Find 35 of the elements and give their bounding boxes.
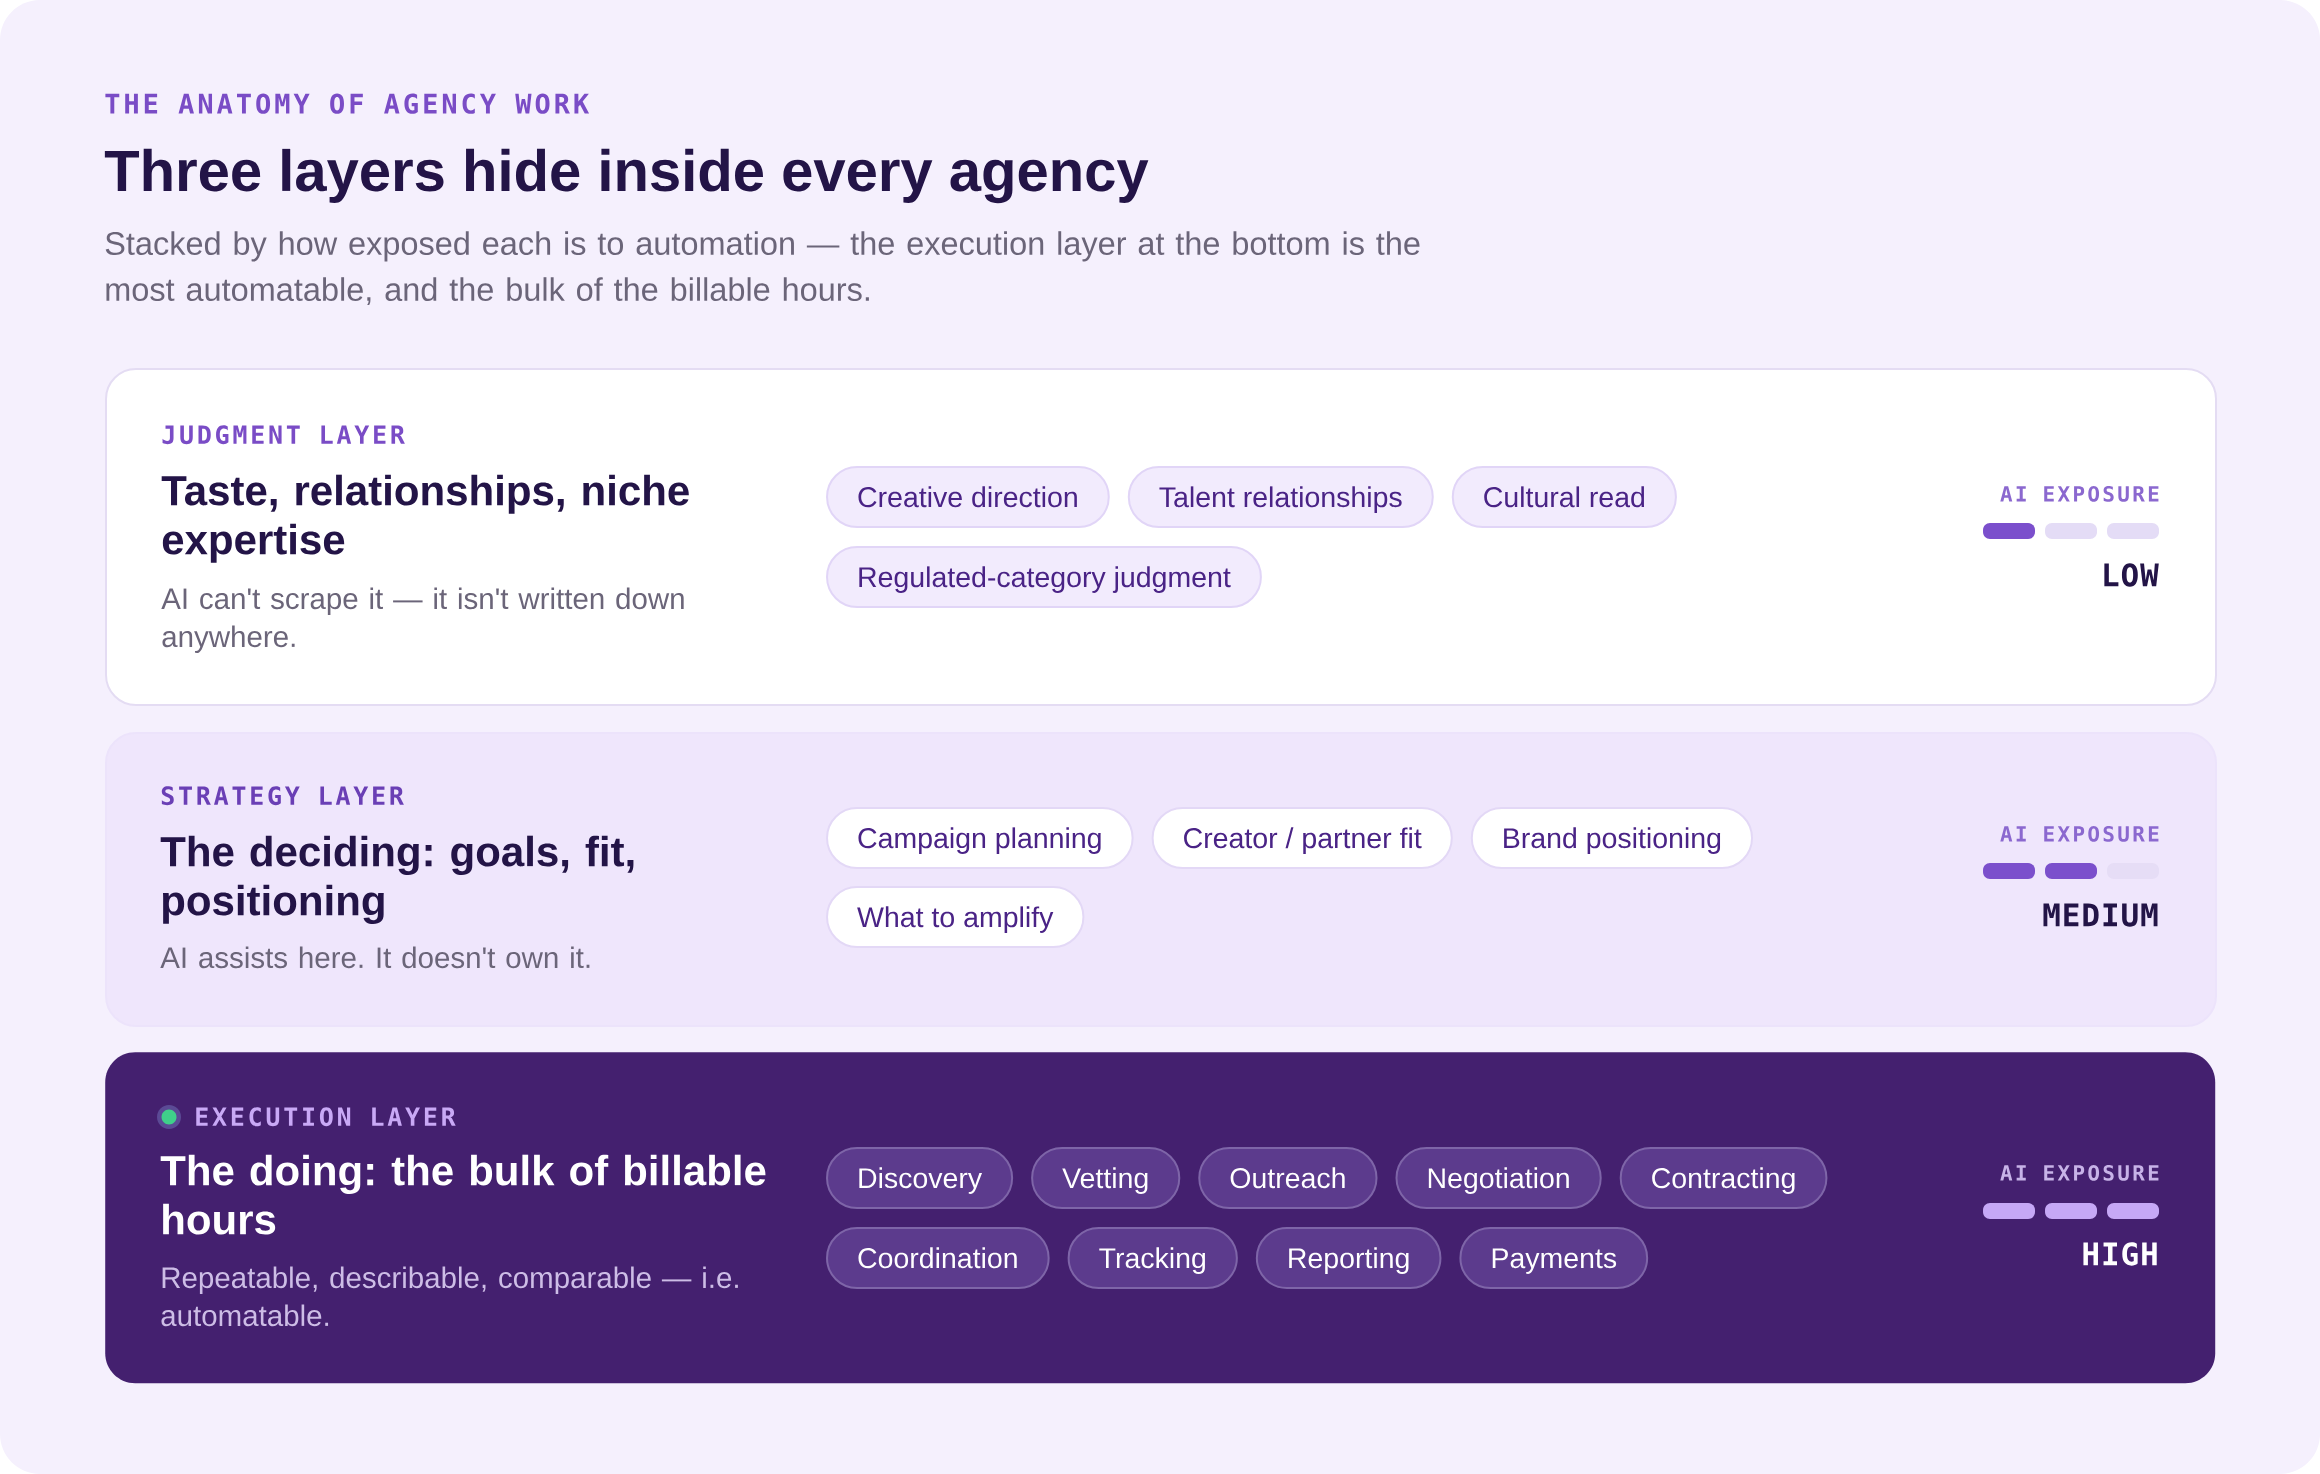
card-description: AI can't scrape it — it isn't written down anywhere. <box>161 587 684 653</box>
card-heading: The doing: the bulk of billable hours <box>160 1154 766 1235</box>
exposure-label: AI EXPOSURE <box>2000 825 2159 842</box>
tag-chip: Campaign planning <box>826 807 1134 869</box>
exposure-label: AI EXPOSURE <box>2000 485 2159 502</box>
subtitle: Stacked by how exposed each is to automation — the execution layer at the bottom is the most automatable, and the bulk of the billable hours. <box>105 231 1420 305</box>
tag-chip: Talent relationships <box>1127 466 1434 528</box>
tag-chip: Creative direction <box>826 466 1110 528</box>
tag-chip: Payments <box>1459 1227 1649 1289</box>
eyebrow-label: JUDGMENT LAYER <box>162 425 405 445</box>
exposure-level: LOW <box>2104 563 2159 587</box>
title: Three layers hide inside every agency <box>104 148 1149 204</box>
eyebrow-label: STRATEGY LAYER <box>161 786 404 806</box>
card-heading: The deciding: goals, fit, positioning <box>160 835 634 925</box>
eyebrow-label: THE ANATOMY OF AGENCY WORK <box>105 93 590 114</box>
eyebrow-label: EXECUTION LAYER <box>196 1107 456 1127</box>
tag-chip: Coordination <box>826 1227 1050 1289</box>
tag-chip: Cultural read <box>1451 466 1677 528</box>
tag-chip: Negotiation <box>1395 1147 1602 1209</box>
card-heading: Taste, relationships, niche expertise <box>161 474 689 563</box>
tag-chip: Creator / partner fit <box>1151 807 1453 869</box>
tag-chip: Regulated-category judgment <box>826 546 1262 608</box>
tag-chip: What to amplify <box>826 886 1085 948</box>
exposure-level: MEDIUM <box>2043 903 2158 927</box>
tag-chip: Outreach <box>1198 1147 1378 1209</box>
card-description: Repeatable, describable, comparable — i.e. automatable. <box>161 1266 738 1327</box>
tag-chip: Tracking <box>1067 1227 1238 1289</box>
card-description: AI assists here. It doesn't own it. <box>160 946 590 969</box>
tag-chip: Brand positioning <box>1470 807 1753 869</box>
tag-chip: Discovery <box>826 1147 1014 1209</box>
tag-chip: Vetting <box>1031 1147 1181 1209</box>
tag-chip: Contracting <box>1619 1147 1828 1209</box>
exposure-label: AI EXPOSURE <box>2000 1164 2159 1181</box>
exposure-level: HIGH <box>2083 1242 2157 1266</box>
tag-chip: Reporting <box>1255 1227 1442 1289</box>
